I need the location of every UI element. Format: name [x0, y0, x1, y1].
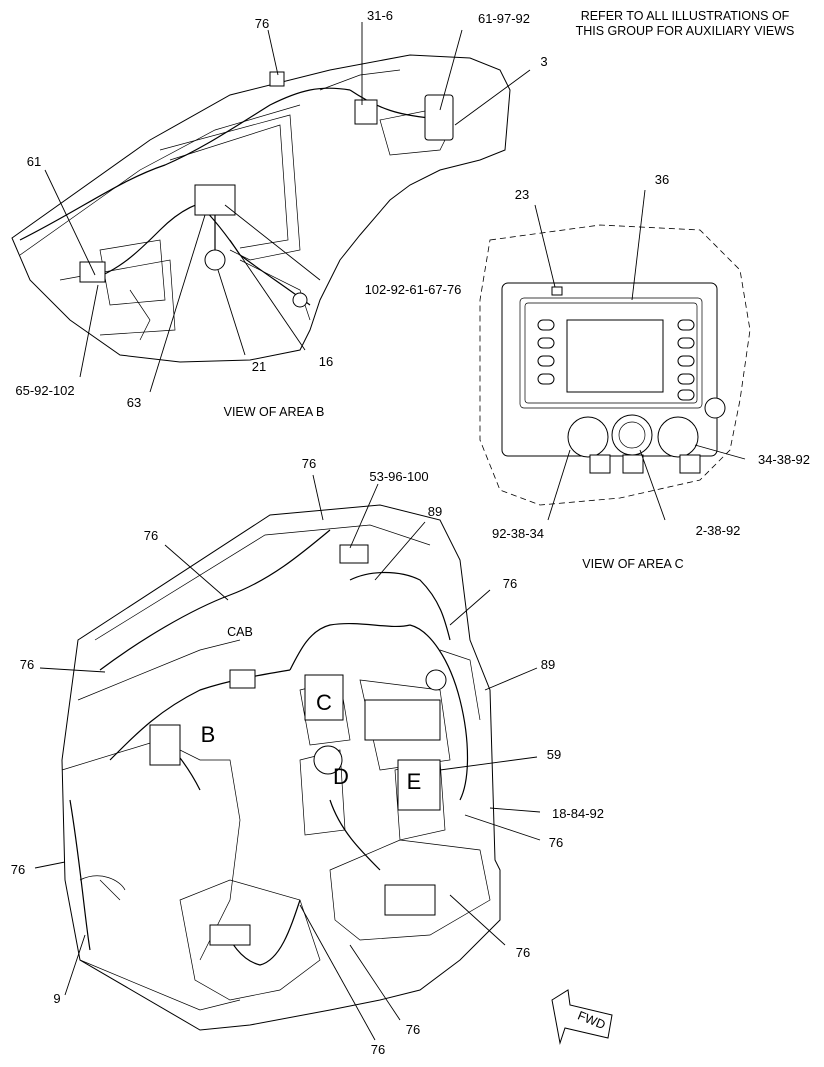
callout-76: 76 — [371, 1042, 385, 1057]
callout-36: 36 — [655, 172, 669, 187]
callout-18-84-92: 18-84-92 — [552, 806, 604, 821]
callout-76-top: 76 — [255, 16, 269, 31]
panel-button — [677, 355, 695, 367]
view-area-c-caption: VIEW OF AREA C — [582, 557, 683, 571]
bracket-lower-right — [384, 884, 436, 916]
callout-65-92-102: 65-92-102 — [15, 383, 74, 398]
view-area-c — [479, 189, 751, 521]
panel-button — [537, 319, 555, 331]
view-area-b — [11, 22, 531, 393]
callout-63: 63 — [127, 395, 141, 410]
area-b-component — [149, 724, 181, 766]
callout-76: 76 — [20, 657, 34, 672]
panel-button — [537, 355, 555, 367]
callout-89: 89 — [541, 657, 555, 672]
control-knob-middle — [611, 414, 653, 456]
component-89 — [425, 669, 447, 691]
area-c-module — [304, 674, 344, 721]
callout-76: 76 — [144, 528, 158, 543]
knob-stem — [679, 454, 701, 474]
area-letter-b: B — [201, 722, 216, 747]
callout-23: 23 — [515, 187, 529, 202]
callout-61: 61 — [27, 154, 41, 169]
refer-note-line1: REFER TO ALL ILLUSTRATIONS OF — [581, 9, 790, 23]
side-connector — [704, 397, 726, 419]
panel-button — [537, 373, 555, 385]
callout-76: 76 — [503, 576, 517, 591]
area-d-component — [313, 745, 343, 775]
callout-76: 76 — [406, 1022, 420, 1037]
callout-9: 9 — [53, 991, 60, 1006]
callout-31-6: 31-6 — [367, 8, 393, 23]
component-61-97-92 — [424, 94, 454, 141]
panel-button — [677, 319, 695, 331]
area-letter-d: D — [333, 764, 349, 789]
refer-note-line2: THIS GROUP FOR AUXILIARY VIEWS — [576, 24, 795, 38]
connector-lower — [209, 924, 251, 946]
fastener-23 — [551, 286, 563, 296]
callout-59: 59 — [547, 747, 561, 762]
area-letter-c: C — [316, 690, 332, 715]
control-knob-left — [567, 416, 609, 458]
callout-53-96-100: 53-96-100 — [369, 469, 428, 484]
callout-34-38-92: 34-38-92 — [758, 452, 810, 467]
display-screen — [566, 319, 664, 393]
panel-button — [677, 337, 695, 349]
callout-76: 76 — [11, 862, 25, 877]
callout-102-92-61-67-76: 102-92-61-67-76 — [365, 282, 462, 297]
panel-button — [677, 373, 695, 385]
callout-2-38-92: 2-38-92 — [696, 523, 741, 538]
callout-21: 21 — [252, 359, 266, 374]
callout-92-38-34: 92-38-34 — [492, 526, 544, 541]
knob-stem — [589, 454, 611, 474]
area-e-module — [397, 759, 441, 811]
forward-arrow-icon — [551, 989, 613, 1045]
connector-block-63 — [194, 184, 236, 216]
callout-61-97-92: 61-97-92 — [478, 11, 530, 26]
clip-76-top — [269, 71, 285, 87]
component-53-96-100 — [339, 544, 369, 564]
main-cab-view — [34, 474, 613, 1045]
connector-65 — [79, 261, 106, 283]
control-knob-right — [657, 416, 699, 458]
switch-panel — [364, 699, 441, 741]
area-letter-e: E — [407, 769, 422, 794]
callout-3: 3 — [540, 54, 547, 69]
connector-cab-upper — [229, 669, 256, 689]
callout-76: 76 — [549, 835, 563, 850]
callout-89: 89 — [428, 504, 442, 519]
panel-button — [677, 389, 695, 401]
callout-76: 76 — [516, 945, 530, 960]
connector-31-6 — [354, 99, 378, 125]
panel-button — [537, 337, 555, 349]
cab-label: CAB — [227, 625, 253, 639]
knob-stem — [622, 454, 644, 474]
connector-16 — [292, 292, 308, 308]
callout-76: 76 — [302, 456, 316, 471]
view-area-b-caption: VIEW OF AREA B — [224, 405, 325, 419]
callout-16: 16 — [319, 354, 333, 369]
component-21 — [204, 249, 226, 271]
